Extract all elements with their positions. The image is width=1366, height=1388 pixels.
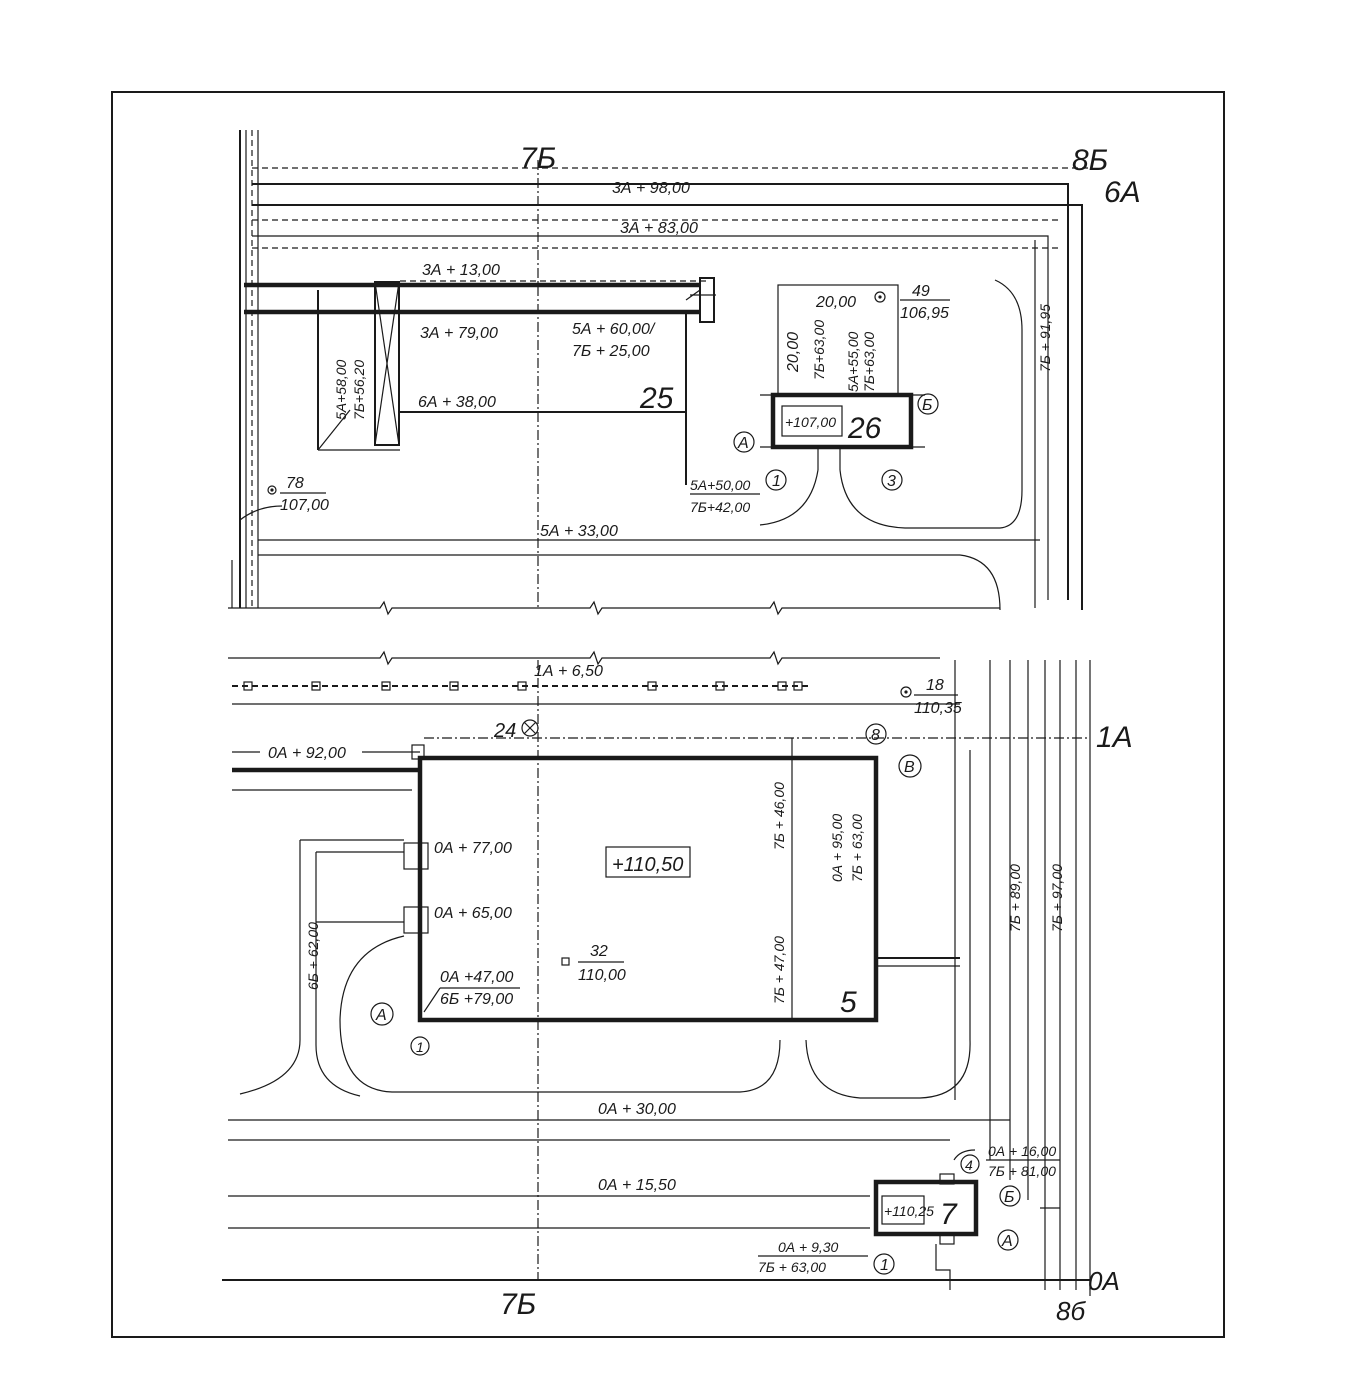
label-3a98: 3А + 98,00: [612, 180, 690, 197]
label-3a13: 3А + 13,00: [422, 262, 500, 279]
label-5a33: 5А + 33,00: [540, 523, 618, 540]
axis-7b-top: 7Б: [520, 142, 556, 175]
right-dim-89: 7Б + 89,00: [1007, 864, 1023, 932]
building-26-dim-height: 20,00: [785, 332, 802, 373]
building-5-marker-b: В: [904, 759, 915, 776]
building-7-c1a: 0А + 16,00: [988, 1143, 1056, 1159]
building-26-coord-b1: 5А+55,00: [845, 331, 861, 392]
building-5-mark-77: 0А + 77,00: [434, 840, 512, 857]
building-5-corner-b2: 7Б + 63,00: [849, 814, 865, 882]
label-6a38: 6А + 38,00: [418, 394, 496, 411]
axis-0a-bottom: 0А: [1088, 1266, 1120, 1296]
building-26-marker-b: Б: [922, 397, 932, 414]
building-26-number: 26: [847, 412, 882, 445]
building-5-corner-a1: 0А +47,00: [440, 969, 514, 986]
point-24: 24: [493, 720, 516, 742]
building-26-marker-a: А: [737, 435, 749, 452]
building-5-elevation: +110,50: [612, 854, 683, 876]
building-5-marker-8: 8: [871, 727, 880, 744]
right-dim-97: 7Б + 97,00: [1049, 864, 1065, 932]
benchmark-78-bottom: 107,00: [280, 497, 329, 514]
left-dim: 6Б + 62,00: [305, 922, 321, 990]
building-5-outline: [417, 755, 879, 1023]
rot-5a58: 5А+58,00: [333, 359, 349, 420]
building-26-coord-b2: 7Б+63,00: [861, 332, 877, 392]
building-7-c2b: 7Б + 63,00: [758, 1259, 826, 1275]
label-7b25: 7Б + 25,00: [572, 343, 650, 360]
lower-plan: 1А + 6,50 24 1А 18 110,35 0А + 92,00: [222, 650, 1133, 1326]
building-7-marker-4: 4: [965, 1157, 973, 1173]
building-7-marker-1: 1: [880, 1257, 889, 1274]
building-26-corner-b: 7Б+42,00: [690, 499, 750, 515]
building-26-coord-a: 7Б+63,00: [811, 320, 827, 380]
building-5-corner-a2: 6Б +79,00: [440, 991, 513, 1008]
building-26-marker-1: 1: [772, 473, 781, 490]
building-5-marker-a: А: [375, 1007, 387, 1024]
label-3a83: 3А + 83,00: [620, 220, 698, 237]
benchmark-49-bottom: 106,95: [900, 305, 949, 322]
building-5-mark-65: 0А + 65,00: [434, 905, 512, 922]
rot-7b56: 7Б+56,20: [351, 360, 367, 420]
axis-1a: 1А: [1096, 721, 1133, 754]
building-5-dim-47: 7Б + 47,00: [771, 936, 787, 1004]
label-5a60: 5А + 60,00/: [572, 321, 656, 338]
benchmark-18-top: 18: [926, 677, 944, 694]
axis-6a-top: 6А: [1104, 176, 1141, 209]
axis-8b-top: 8Б: [1072, 144, 1108, 177]
benchmark-78-top: 78: [286, 475, 304, 492]
line-0a92: 0А + 92,00: [268, 745, 346, 762]
axis-7b-bottom: 7Б: [500, 1288, 536, 1321]
building-26-elevation: +107,00: [785, 414, 836, 430]
building-25-number: 25: [639, 382, 674, 415]
benchmark-32-bottom: 110,00: [578, 967, 626, 984]
building-7-marker-a: А: [1001, 1233, 1013, 1250]
benchmark-32-top: 32: [590, 943, 608, 960]
building-26-marker-3: 3: [887, 473, 896, 490]
road-0a15: 0А + 15,50: [598, 1177, 676, 1194]
building-5-number: 5: [840, 986, 857, 1019]
drawing-frame: [111, 91, 1225, 1338]
benchmark-49-top: 49: [912, 283, 930, 300]
building-7-elevation: +110,25: [884, 1203, 934, 1219]
road-0a30: 0А + 30,00: [598, 1101, 676, 1118]
axis-8b-bottom: 8б: [1056, 1296, 1086, 1326]
building-5-marker-1: 1: [416, 1039, 424, 1055]
building-26-dim-width: 20,00: [815, 294, 856, 311]
building-5-corner-b1: 0А + 95,00: [829, 814, 845, 882]
building-7-c1b: 7Б + 81,00: [988, 1163, 1056, 1179]
building-7-number: 7: [940, 1198, 958, 1231]
upper-plan: 7Б 3А + 98,00 3А + 83,00 8Б 6А 3А + 13,0…: [228, 130, 1141, 616]
upper-right-dim: 7Б + 91,95: [1037, 304, 1053, 372]
building-7-marker-b: Б: [1004, 1189, 1014, 1206]
label-3a79: 3А + 79,00: [420, 325, 498, 342]
benchmark-18-bottom: 110,35: [914, 700, 962, 717]
fence-label: 1А + 6,50: [534, 663, 603, 680]
building-5-dim-46: 7Б + 46,00: [771, 782, 787, 850]
building-26-corner-a: 5А+50,00: [690, 477, 751, 493]
building-7-c2a: 0А + 9,30: [778, 1239, 839, 1255]
